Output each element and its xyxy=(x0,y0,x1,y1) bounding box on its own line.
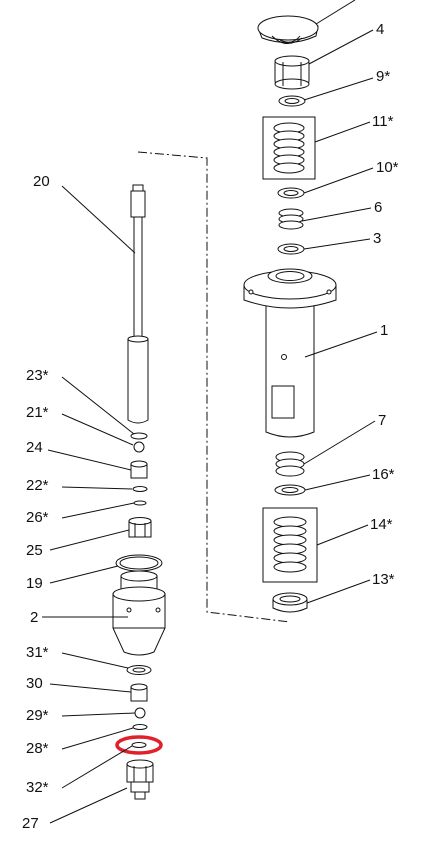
part-23-seal xyxy=(130,432,148,440)
part-labels: 4 9* 11* 10* 6 3 1 7 16* 14* 13* 20 23* … xyxy=(22,21,399,832)
label-26: 26* xyxy=(26,509,49,526)
label-14: 14* xyxy=(370,516,393,533)
label-2: 2 xyxy=(30,609,38,626)
label-16: 16* xyxy=(372,466,395,483)
label-22: 22* xyxy=(26,477,49,494)
part-13-ring xyxy=(272,592,308,613)
label-20: 20 xyxy=(33,173,50,190)
label-4: 4 xyxy=(376,21,384,38)
part-26-oring xyxy=(133,500,147,506)
label-30: 30 xyxy=(26,675,43,692)
leader-lines xyxy=(42,0,378,824)
part-28-highlight-ring xyxy=(115,735,163,755)
part-21-ball xyxy=(133,441,145,453)
label-21: 21* xyxy=(26,404,49,421)
part-31-seal xyxy=(126,665,152,675)
part-7-spring xyxy=(275,451,305,477)
part-24-seat xyxy=(130,460,148,479)
part-25-retainer xyxy=(128,517,152,538)
label-1: 1 xyxy=(380,322,388,339)
part-6-spring xyxy=(278,208,304,230)
label-23: 23* xyxy=(26,367,49,384)
label-24: 24 xyxy=(26,439,43,456)
part-22-washer xyxy=(132,486,148,492)
part-4-nut xyxy=(274,55,310,90)
label-6: 6 xyxy=(374,199,382,216)
part-16-ring xyxy=(274,484,306,496)
part-19-oring xyxy=(115,554,163,572)
label-31: 31* xyxy=(26,644,49,661)
label-27: 27 xyxy=(22,815,39,832)
part-27-inlet-fitting xyxy=(126,759,154,800)
part-10-ring xyxy=(277,187,305,199)
right-assembly xyxy=(243,15,337,613)
part-28-seal xyxy=(131,742,147,748)
part-3-washer xyxy=(277,243,305,255)
label-28: 28* xyxy=(26,740,49,757)
part-30-seat xyxy=(130,683,148,702)
label-11: 11* xyxy=(372,113,394,130)
label-7: 7 xyxy=(378,412,386,429)
label-3: 3 xyxy=(373,230,381,247)
label-29: 29* xyxy=(26,707,49,724)
part-top-cap xyxy=(257,15,319,44)
label-13: 13* xyxy=(372,571,395,588)
part-29-ball xyxy=(134,707,146,719)
part-32-washer xyxy=(132,724,148,730)
assembly-connector-line xyxy=(137,151,291,623)
part-20-pump-rod xyxy=(127,184,149,424)
part-2-intake-housing xyxy=(112,570,166,656)
label-10: 10* xyxy=(376,159,399,176)
part-9-washer xyxy=(278,95,306,107)
label-25: 25 xyxy=(26,542,43,559)
label-9: 9* xyxy=(376,68,390,85)
left-assembly xyxy=(112,184,166,800)
part-11-box xyxy=(262,116,316,180)
label-19: 19 xyxy=(26,575,43,592)
label-32: 32* xyxy=(26,779,49,796)
part-1-housing xyxy=(243,268,337,438)
part-11-packing-stack xyxy=(273,122,305,174)
part-14-packing-stack xyxy=(273,516,307,573)
